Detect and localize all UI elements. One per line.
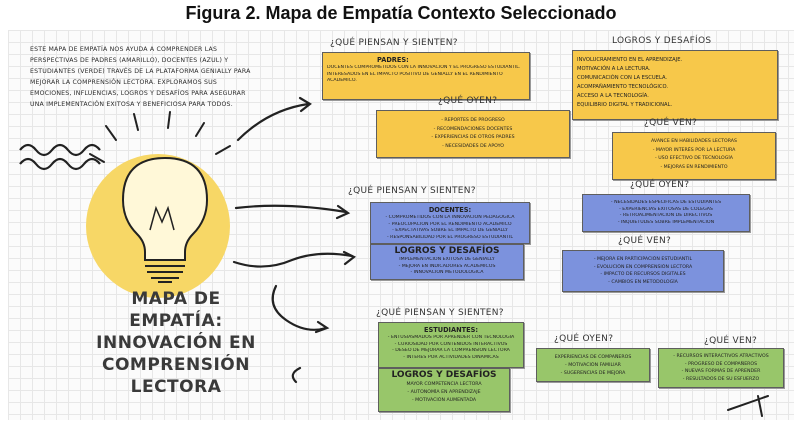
main-title-line: COMPRENSIÓN <box>102 355 250 375</box>
box-item: - Comprometidos con la innovación pedagó… <box>385 215 515 220</box>
decorations <box>19 96 769 417</box>
box-item: Mayor competencia lectora <box>406 382 482 387</box>
intro-line: una implementación exitosa y beneficiosa… <box>30 101 233 108</box>
box-item: Equilibrio digital y tradicional. <box>577 102 673 108</box>
students-piensan-title: Estudiantes: <box>423 326 479 334</box>
box-item: - Interés por actividades dinámicas <box>403 354 499 360</box>
box-item: - Preocupación por el rendimiento académ… <box>388 221 512 227</box>
figure-title: Figura 2. Mapa de Empatía Contexto Selec… <box>185 3 617 23</box>
box-item: - Retroalimentación de directivos <box>619 213 713 219</box>
box-item: - Inquietudes sobre implementación <box>617 219 715 225</box>
box-item: Acceso a la tecnología. <box>577 93 649 99</box>
students-piensan-heading: ¿Qué piensan y sienten? <box>376 308 504 318</box>
students-ven-heading: ¿Qué ven? <box>704 336 758 346</box>
box-item: - Evolución en comprensión lectora <box>593 264 693 270</box>
parents-logros-heading: Logros y desafíos <box>612 36 712 46</box>
main-title-line: INNOVACIÓN EN <box>96 333 256 353</box>
empathy-map-canvas: Este mapa de empatía nos ayuda a compren… <box>8 30 794 420</box>
box-item: - Deseo de mejorar la comprensión lector… <box>392 348 510 354</box>
box-item: - Progreso de compañeros <box>684 361 758 367</box>
box-item: - Experiencias exitosas de colegas <box>619 206 713 212</box>
box-item: - Autonomía en aprendizaje <box>407 390 481 395</box>
intro-line: mejorar la comprensión lectora. Exploram… <box>30 79 217 86</box>
parents-ven-heading: ¿Qué ven? <box>644 118 698 128</box>
wavy-lines-icon <box>19 143 101 171</box>
box-item: - Uso efectivo de tecnología <box>655 156 733 161</box>
box-item: - Motivación aumentada <box>411 398 477 403</box>
box-item: académico. <box>327 78 357 84</box>
box-item: Avance en habilidades lectoras <box>651 139 737 144</box>
box-item: - Curiosidad por contenidos interactivos <box>394 341 508 347</box>
box-item: - Recursos interactivos atractivos <box>673 354 769 359</box>
box-item: - Nuevas formas de aprender <box>681 369 761 374</box>
box-item: - Mayor interés por la lectura <box>652 147 736 153</box>
box-item: - Innovación metodológica <box>410 270 484 276</box>
parents-ven-box: Avance en habilidades lectoras - Mayor i… <box>612 132 776 180</box>
box-item: Acompañamiento tecnológico. <box>577 84 668 90</box>
intro-line: Este mapa de empatía nos ayuda a compren… <box>30 46 218 53</box>
box-item: - Recomendaciones docentes <box>433 126 513 132</box>
teachers-oyen-heading: ¿Qué oyen? <box>630 180 690 190</box>
box-item: - Mejora en participación estudiantil <box>593 257 693 262</box>
box-item: Motivación a la lectura. <box>577 66 651 72</box>
parents-piensan-box: Padres: Docentes comprometidos con la in… <box>322 52 530 100</box>
box-item: - Resultados de su esfuerzo <box>682 376 760 382</box>
parents-piensan-title: Padres: <box>377 56 409 64</box>
teachers-logros-box: Logros y desafíos Implementación exitosa… <box>370 244 524 280</box>
box-item: Docentes comprometidos con la innovación… <box>327 65 521 70</box>
box-item: - Reportes de progreso <box>441 118 505 123</box>
main-title-line: LECTORA <box>130 377 222 397</box>
intro-paragraph: Este mapa de empatía nos ayuda a compren… <box>30 44 296 110</box>
teachers-piensan-heading: ¿Qué piensan y sienten? <box>348 186 476 196</box>
box-item: - Responsabilidad por el progreso estudi… <box>387 234 513 240</box>
teachers-piensan-box: Docentes: - Comprometidos con la innovac… <box>370 202 530 244</box>
box-item: - Experiencias de otros padres <box>431 135 515 140</box>
teachers-logros-heading: Logros y desafíos <box>394 246 500 256</box>
students-oyen-box: Experiencias de compañeros - Motivación … <box>536 348 650 382</box>
parents-logros-box: Involucramiento en el aprendizaje. Motiv… <box>572 50 778 120</box>
main-title: MAPA DE EMPATÍA: INNOVACIÓN EN COMPRENSI… <box>88 288 264 398</box>
students-oyen-heading: ¿Qué oyen? <box>554 334 614 344</box>
box-item: Interesados en el impacto positivo de Ge… <box>327 71 503 77</box>
box-item: - Necesidades de apoyo <box>442 143 504 149</box>
main-title-line: MAPA DE EMPATÍA: <box>129 289 223 331</box>
parents-oyen-heading: ¿Qué oyen? <box>438 96 498 106</box>
intro-line: emociones, influencias, logros y desafío… <box>30 90 246 97</box>
box-item: - Expectativas sobre el impacto de Genia… <box>392 228 508 234</box>
box-item: - Necesidades específicas de estudiantes <box>610 200 722 205</box>
box-item: - Entusiasmados por aprender con tecnolo… <box>387 335 515 340</box>
teachers-piensan-title: Docentes: <box>428 206 472 214</box>
box-item: Comunicación con la escuela. <box>577 75 668 81</box>
box-item: - Cambios en metodología <box>608 279 678 285</box>
box-item: Involucramiento en el aprendizaje. <box>577 57 683 63</box>
teachers-ven-heading: ¿Qué ven? <box>618 236 672 246</box>
box-item: - Mejora en indicadores académicos <box>398 263 496 269</box>
lightbulb-icon <box>86 111 231 298</box>
intro-line: perspectivas de padres (amarillo), docen… <box>30 57 229 64</box>
box-item: - Mejoras en rendimiento <box>660 164 728 170</box>
students-logros-box: Logros y desafíos Mayor competencia lect… <box>378 368 510 412</box>
teachers-oyen-box: - Necesidades específicas de estudiantes… <box>582 194 750 232</box>
parents-oyen-box: - Reportes de progreso - Recomendaciones… <box>376 110 570 158</box>
box-item: - Sugerencias de mejora <box>560 370 626 376</box>
box-item: Experiencias de compañeros <box>554 355 632 360</box>
students-ven-box: - Recursos interactivos atractivos - Pro… <box>658 348 784 388</box>
box-item: Implementación exitosa de Genially <box>399 257 495 262</box>
teachers-ven-box: - Mejora en participación estudiantil - … <box>562 250 724 292</box>
intro-line: estudiantes (verde) través de la platafo… <box>30 68 251 75</box>
students-logros-heading: Logros y desafíos <box>391 370 497 380</box>
parents-piensan-heading: ¿Qué piensan y sienten? <box>330 38 458 48</box>
arrow-icons <box>232 96 769 417</box>
students-piensan-box: Estudiantes: - Entusiasmados por aprende… <box>378 322 524 368</box>
box-item: - Impacto de recursos digitales <box>600 272 686 277</box>
box-item: - Motivación familiar <box>565 362 621 368</box>
